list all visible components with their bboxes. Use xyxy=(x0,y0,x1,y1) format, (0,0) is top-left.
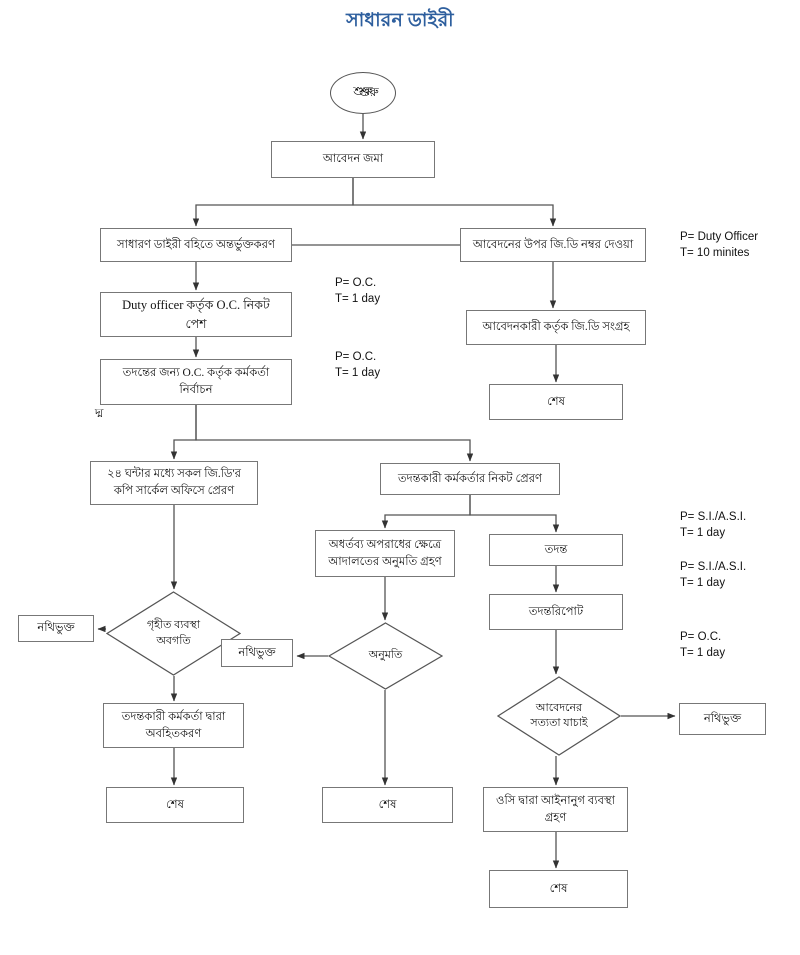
node-record-file-middle[interactable]: নথিভুক্ত xyxy=(221,639,293,667)
diamond-shape xyxy=(497,676,621,756)
node-measures-taken-notification[interactable]: গৃহীত ব্যবস্থা অবগতি xyxy=(106,591,241,676)
connector-send-io-to-court-permission xyxy=(381,495,471,529)
connector-application-to-gd-book xyxy=(192,178,354,227)
connector-oc-select-to-send-io xyxy=(195,405,474,462)
page-title: সাধারন ডাইরী xyxy=(346,10,454,31)
annotation-si-asi-1: P= S.I./A.S.I. T= 1 day xyxy=(680,511,747,539)
node-start-label: শুরু xyxy=(353,84,373,98)
node-applicant-collect-gd[interactable]: আবেদনকারী কর্তৃক জি.ডি সংগ্রহ xyxy=(466,310,646,345)
stray-glyph-left: দ্ম xyxy=(95,406,104,420)
connector-application-to-gd-number xyxy=(352,178,557,227)
node-duty-officer-to-oc[interactable]: Duty officer কর্তৃক O.C. নিকট পেশ xyxy=(100,292,292,337)
node-send-to-investigating-officer[interactable]: তদন্তকারী কর্মকর্তার নিকট প্রেরণ xyxy=(380,463,560,495)
node-investigation[interactable]: তদন্ত xyxy=(489,534,623,566)
node-record-file-left[interactable]: নথিভুক্ত xyxy=(18,615,94,642)
node-notify-investigating-officer[interactable]: তদন্তকারী কর্মকর্তা দ্বারা অবহিতকরণ xyxy=(103,703,244,748)
node-end-middle-bottom[interactable]: শেষ xyxy=(322,787,453,823)
diamond-shape xyxy=(106,591,241,676)
node-end-right-bottom[interactable]: শেষ xyxy=(489,870,628,908)
node-court-permission[interactable]: অধর্তব্য অপরাধের ক্ষেত্রে আদালতের অনুমতি… xyxy=(315,530,455,577)
diamond-shape xyxy=(328,622,443,690)
node-application-submit[interactable]: আবেদন জমা xyxy=(271,141,435,178)
node-verify-application[interactable]: আবেদনের সত্যতা যাচাই xyxy=(497,676,621,756)
node-end-left-bottom[interactable]: শেষ xyxy=(106,787,244,823)
node-oc-select-officer[interactable]: তদন্তের জন্য O.C. কর্তৃক কর্মকর্তা নির্ব… xyxy=(100,359,292,405)
annotation-oc-1: P= O.C. T= 1 day xyxy=(335,277,381,305)
node-gd-book-entry[interactable]: সাধারণ ডাইরী বহিতে অন্তর্ভুক্তকরণ xyxy=(100,228,292,262)
annotation-oc-3: P= O.C. T= 1 day xyxy=(680,631,726,659)
connector-send-io-to-investigation xyxy=(469,495,560,533)
node-investigation-report[interactable]: তদন্তরিপোট xyxy=(489,594,623,630)
annotation-si-asi-2: P= S.I./A.S.I. T= 1 day xyxy=(680,561,747,589)
annotation-oc-2: P= O.C. T= 1 day xyxy=(335,351,381,379)
node-end-right-top[interactable]: শেষ xyxy=(489,384,623,420)
node-legal-action-by-oc[interactable]: ওসি দ্বারা আইনানুগ ব্যবস্থা গ্রহণ xyxy=(483,787,628,832)
node-start[interactable]: শুরুশুরু xyxy=(330,72,396,114)
node-copy-to-circle-office[interactable]: ২৪ ঘন্টার মধ্যে সকল জি.ডি'র কপি সার্কেল … xyxy=(90,461,258,505)
node-record-file-right[interactable]: নথিভুক্ত xyxy=(679,703,766,735)
node-permission[interactable]: অনুমতি xyxy=(328,622,443,690)
node-gd-number-assign[interactable]: আবেদনের উপর জি.ডি নম্বর দেওয়া xyxy=(460,228,646,262)
connector-oc-select-to-circle-office xyxy=(170,405,197,460)
node-start-label-overprint: শুরু xyxy=(359,85,379,99)
annotation-duty-officer: P= Duty Officer T= 10 minites xyxy=(680,231,759,259)
